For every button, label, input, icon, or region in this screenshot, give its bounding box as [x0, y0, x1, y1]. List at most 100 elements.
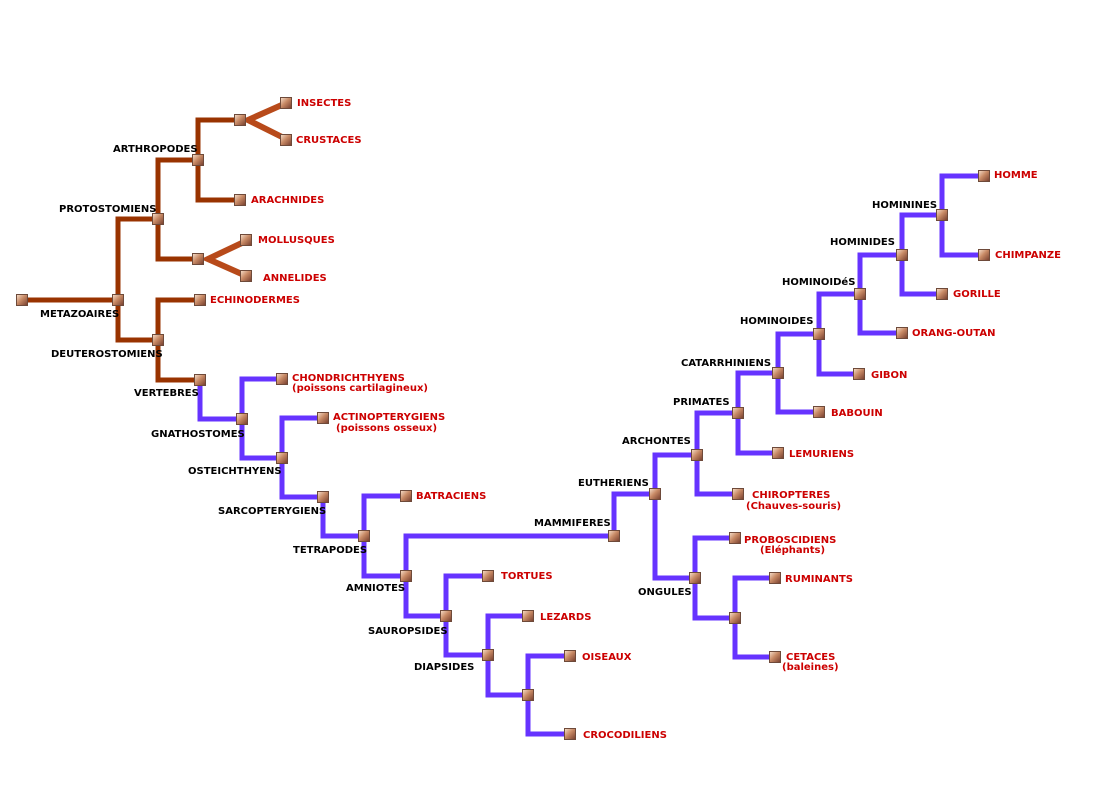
node-lemuriens-icon [772, 447, 784, 459]
branch-gorille [899, 255, 942, 297]
node-sauropsides-icon [440, 610, 452, 622]
fork-insectes-crustaces [240, 101, 287, 141]
label-mammiferes: MAMMIFERES [534, 518, 611, 529]
node-hominides-icon [896, 249, 908, 261]
label-proboscidiens: PROBOSCIDIENS [744, 535, 837, 546]
node-cetaces-icon [769, 651, 781, 663]
label-crocodiliens: CROCODILIENS [583, 730, 667, 741]
fork-mollusques-annelides [200, 239, 247, 278]
node-tortues-icon [482, 570, 494, 582]
label-gorille: GORILLE [953, 289, 1001, 300]
node-oiseaux-icon [564, 650, 576, 662]
label-chiropteres-sub: (Chauves-souris) [746, 501, 842, 512]
node-root-icon [16, 294, 28, 306]
branch-batraciens [361, 493, 404, 536]
label-homme: HOMME [994, 170, 1038, 181]
label-vertebres: VERTEBRES [134, 388, 199, 399]
label-actinopterygiens: ACTINOPTERYGIENS [333, 412, 446, 423]
branch-catarrhiniens [735, 370, 778, 413]
label-tetrapodes: TETRAPODES [293, 545, 368, 556]
branch-archosaures [485, 655, 528, 698]
label-oiseaux: OISEAUX [582, 652, 632, 663]
node-mammiferes-icon [608, 530, 620, 542]
label-echinodermes: ECHINODERMES [210, 295, 300, 306]
node-annelides-icon [240, 270, 252, 282]
node-deuterostomiens-icon [152, 334, 164, 346]
node-hominoides-icon [813, 328, 825, 340]
branch-hominines [899, 212, 942, 255]
chordate-branches [197, 173, 984, 737]
node-chondrichthyens-icon [276, 373, 288, 385]
node-mollusques-annelides-icon [192, 253, 204, 265]
label-hominoides-accent: HOMINOIDéS [782, 277, 856, 288]
node-amniotes-icon [400, 570, 412, 582]
branch-osteichthyens [239, 419, 282, 461]
branch-diapsides [443, 616, 488, 658]
branch-hominoides-upper [816, 291, 860, 334]
label-cetaces: CETACES [786, 652, 836, 663]
label-ongules: ONGULES [638, 587, 692, 598]
branch-archontes [652, 452, 697, 494]
branch-arachnides [195, 160, 240, 203]
label-amniotes: AMNIOTES [346, 583, 406, 594]
node-insectes-icon [280, 97, 292, 109]
node-arachnides-icon [234, 194, 246, 206]
label-gnathostomes: GNATHOSTOMES [151, 429, 245, 440]
branch-chondrichthyens [239, 376, 282, 419]
node-gibon-icon [853, 368, 865, 380]
branch-gibon [816, 334, 859, 377]
label-chimpanze: CHIMPANZE [995, 250, 1061, 261]
branch-orang-outan [857, 294, 902, 336]
node-protostomiens-icon [152, 213, 164, 225]
label-diapsides: DIAPSIDES [414, 662, 475, 673]
label-hominoides: HOMINOIDES [740, 316, 814, 327]
branch-mollusques-annelides [155, 219, 198, 262]
label-osteichthyens: OSTEICHTHYENS [188, 466, 282, 477]
node-crocodiliens-icon [564, 728, 576, 740]
label-batraciens: BATRACIENS [416, 491, 487, 502]
label-archontes: ARCHONTES [622, 436, 691, 447]
branch-deuterostomiens [115, 300, 158, 343]
node-tetrapodes-icon [358, 530, 370, 542]
node-metazoaires-icon [112, 294, 124, 306]
node-primates-icon [732, 407, 744, 419]
label-lezards: LEZARDS [540, 612, 592, 623]
node-batraciens-icon [400, 490, 412, 502]
label-tortues: TORTUES [501, 571, 553, 582]
label-protostomiens: PROTOSTOMIENS [59, 204, 157, 215]
label-babouin: BABOUIN [831, 408, 883, 419]
branch-mammiferes [403, 533, 614, 576]
branch-sarcopterygiens [279, 458, 323, 500]
branch-hominoides [775, 331, 819, 373]
label-sarcopterygiens: SARCOPTERYGIENS [218, 506, 327, 517]
protostome-forks [200, 101, 287, 278]
label-chiropteres: CHIROPTERES [752, 490, 831, 501]
label-hominines: HOMININES [872, 200, 938, 211]
branch-vertebres [155, 340, 200, 383]
node-ruminants-cetaces-icon [729, 612, 741, 624]
branch-sauropsides [403, 576, 446, 619]
node-diapsides-icon [482, 649, 494, 661]
branch-insectes-crustaces [195, 117, 240, 160]
node-ruminants-icon [769, 572, 781, 584]
protostome-branches [28, 117, 240, 383]
label-ruminants: RUMINANTS [785, 574, 853, 585]
label-primates: PRIMATES [673, 397, 730, 408]
branch-homme [939, 173, 984, 215]
branch-tetrapodes [320, 497, 364, 539]
node-sarcopterygiens-icon [317, 491, 329, 503]
node-catarrhiniens-icon [772, 367, 784, 379]
node-gnathostomes-icon [236, 413, 248, 425]
node-chimpanze-icon [978, 249, 990, 261]
label-deuterostomiens: DEUTEROSTOMIENS [51, 349, 163, 360]
label-orang-outan: ORANG-OUTAN [912, 328, 996, 339]
node-hominoides-upper-icon [854, 288, 866, 300]
label-lemuriens: LEMURIENS [789, 449, 855, 460]
branch-oiseaux [525, 653, 568, 695]
branch-proboscidiens [692, 535, 735, 578]
node-arthropodes-icon [192, 154, 204, 166]
node-eutheriens-icon [649, 488, 661, 500]
branch-ruminants [732, 575, 775, 618]
label-chondrichthyens-sub: (poissons cartilagineux) [292, 383, 428, 394]
